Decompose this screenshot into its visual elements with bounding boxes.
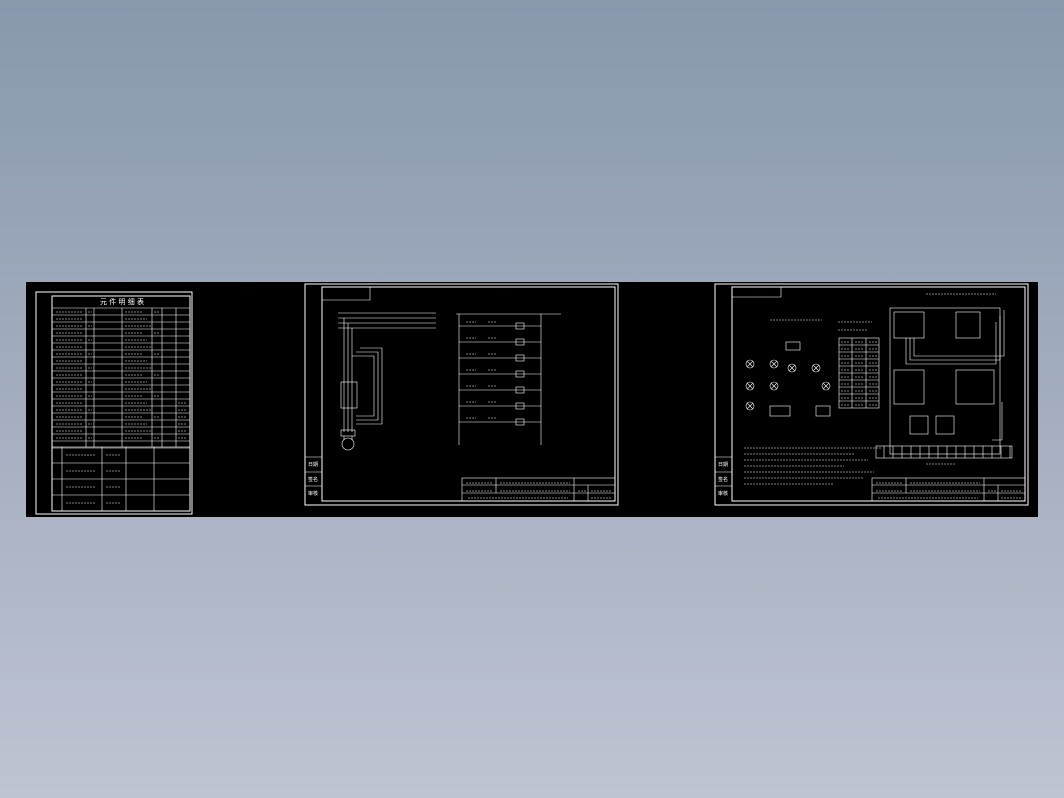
control-ladder (458, 314, 542, 445)
contactor-block (340, 381, 358, 409)
control-rungs (459, 321, 541, 426)
terminal-strip (875, 445, 1013, 459)
panel-wiring-layout (875, 307, 1013, 465)
sheet3-outer-border (714, 283, 1029, 506)
sheet1-title-block (51, 446, 191, 512)
sheet2-corner-tab (322, 287, 371, 301)
sheet2-title-block (461, 477, 616, 502)
sheet-wiring-diagram: 日期 签名 审核 (714, 283, 1029, 506)
motor-feeder-circuit (340, 318, 383, 451)
main-bus-lines (338, 312, 561, 329)
sheet2-side-label-review: 审核 (308, 490, 318, 497)
sheet2-outer-border (304, 283, 619, 506)
sheet-main-circuit: 日期 签名 审核 (304, 283, 619, 506)
sheet3-side-label-review: 审核 (718, 490, 728, 497)
sheet3-corner-tab (732, 287, 782, 298)
sheet3-side-block: 日期 签名 审核 (715, 456, 732, 497)
sheet3-side-label-date: 日期 (718, 462, 728, 468)
sheet1-outer-border (35, 291, 193, 515)
door-symbols (745, 293, 996, 417)
sheet3-title-block (871, 477, 1026, 502)
cad-drawing-strip: 元 件 明 细 表 (26, 282, 1038, 517)
motor-symbol (341, 437, 355, 451)
sheet3-side-label-sign: 签名 (718, 476, 728, 483)
drawing-notes (744, 447, 882, 485)
sheet-component-list: 元 件 明 细 表 (35, 291, 193, 515)
component-table-rows (52, 307, 190, 449)
sheet2-side-block: 日期 签名 审核 (305, 456, 322, 497)
component-table-scribbles (56, 311, 187, 504)
sheet2-side-label-date: 日期 (308, 462, 318, 468)
sheet1-title: 元 件 明 细 表 (100, 297, 144, 306)
device-table (838, 337, 880, 409)
sheet2-side-label-sign: 签名 (308, 476, 318, 483)
sheet2-title-scribbles (466, 482, 611, 499)
component-table (52, 307, 190, 449)
sheet2-inner-border (321, 286, 616, 502)
thermal-relay (340, 429, 356, 437)
cad-drawing-canvas: 元 件 明 细 表 (35, 283, 1029, 515)
